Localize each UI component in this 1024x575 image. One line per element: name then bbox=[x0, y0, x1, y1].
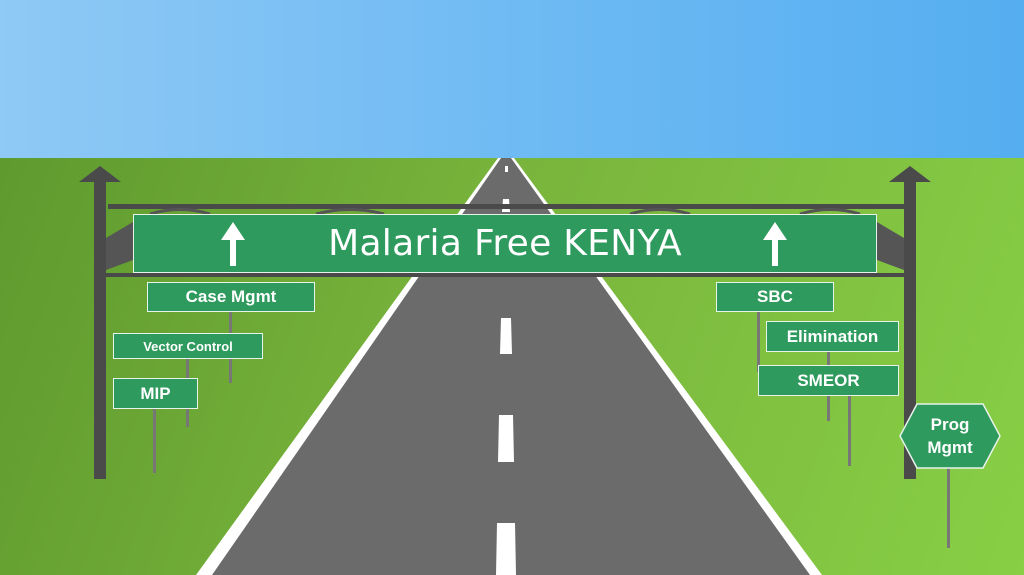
sign-prog-mgmt: Prog Mgmt bbox=[900, 404, 1000, 468]
prog-mgmt-line2: Mgmt bbox=[927, 438, 973, 457]
gantry-bracket-left bbox=[106, 222, 133, 270]
prog-mgmt-line1: Prog bbox=[930, 415, 970, 434]
lane-dash bbox=[498, 415, 514, 462]
sign-sbc: SBC bbox=[716, 282, 834, 312]
sign-elimination: Elimination bbox=[766, 321, 899, 352]
post-sbc bbox=[757, 312, 760, 372]
left-pole-cap bbox=[79, 166, 121, 182]
right-pole bbox=[904, 182, 916, 479]
gantry-truss bbox=[149, 208, 861, 216]
post-smeor bbox=[848, 396, 851, 466]
prog-mgmt-hex-sign bbox=[899, 403, 1001, 469]
lane-dash bbox=[505, 166, 508, 172]
gantry-bracket-right bbox=[877, 222, 904, 270]
sign-vector-control: Vector Control bbox=[113, 333, 263, 359]
lane-dash bbox=[500, 318, 512, 354]
sky bbox=[0, 0, 1024, 158]
up-arrow-icon bbox=[221, 222, 245, 266]
main-sign-title: Malaria Free KENYA bbox=[328, 223, 682, 264]
sign-case-mgmt: Case Mgmt bbox=[147, 282, 315, 312]
gantry-top-beam bbox=[108, 204, 904, 209]
sign-smeor: SMEOR bbox=[758, 365, 899, 396]
post-prog-mgmt bbox=[947, 466, 950, 548]
road-surface bbox=[212, 158, 810, 575]
gantry-bottom-beam bbox=[106, 273, 906, 277]
left-pole bbox=[94, 182, 106, 479]
lane-dash bbox=[496, 523, 516, 575]
sign-mip: MIP bbox=[113, 378, 198, 409]
main-overhead-sign: Malaria Free KENYA bbox=[133, 214, 877, 273]
post-mip bbox=[153, 408, 156, 473]
right-pole-cap bbox=[889, 166, 931, 182]
up-arrow-icon bbox=[763, 222, 787, 266]
